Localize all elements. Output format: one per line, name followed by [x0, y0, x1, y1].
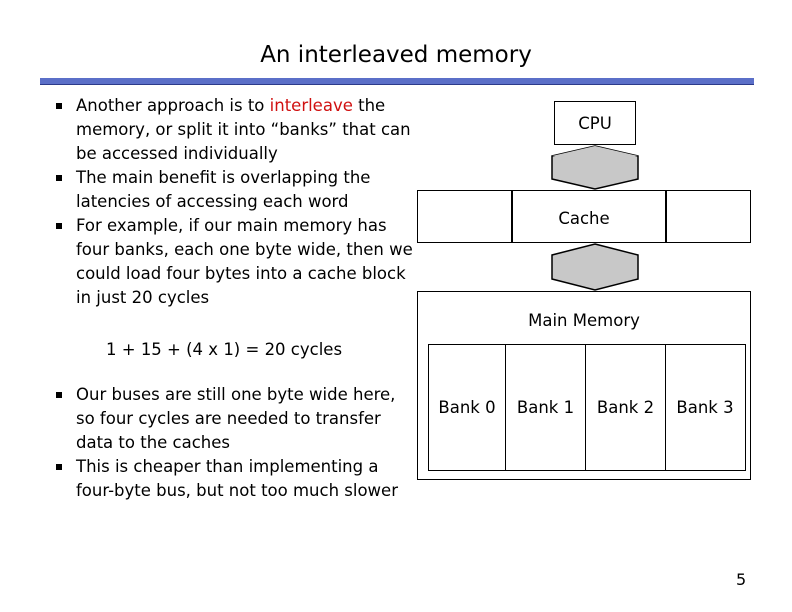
bullet-item: This is cheaper than implementing a four…	[46, 455, 416, 503]
cache-box: Cache	[417, 190, 751, 243]
cpu-cache-bus-arrow	[551, 145, 639, 190]
highlight-word: interleave	[269, 96, 353, 115]
bank-3: Bank 3	[676, 398, 734, 417]
bullet-text: For example, if our main memory has four…	[76, 216, 413, 307]
bullet-text: the memory, or split it into “banks” tha…	[76, 96, 411, 163]
page-number: 5	[736, 570, 747, 589]
cache-memory-bus-arrow	[551, 243, 639, 291]
bullet-text: The main benefit is overlapping the late…	[76, 168, 371, 211]
cpu-label: CPU	[578, 114, 612, 133]
bullet-item: Our buses are still one byte wide here, …	[46, 383, 416, 455]
title-underline	[40, 78, 754, 85]
cache-divider	[665, 191, 667, 242]
cache-divider	[511, 191, 513, 242]
bullet-item: Another approach is to interleave the me…	[46, 94, 416, 166]
cpu-box: CPU	[554, 101, 636, 145]
bullet-item: The main benefit is overlapping the late…	[46, 166, 416, 214]
bullet-item: For example, if our main memory has four…	[46, 214, 416, 310]
memory-banks: Bank 0 Bank 1 Bank 2 Bank 3	[428, 344, 746, 471]
bank-0: Bank 0	[429, 345, 506, 470]
bullet-text: Another approach is to	[76, 96, 270, 115]
bank-1: Bank 1	[506, 345, 586, 470]
bank-2: Bank 2	[586, 345, 666, 470]
bullet-list-bottom: Our buses are still one byte wide here, …	[46, 383, 416, 503]
cycle-formula: 1 + 15 + (4 x 1) = 20 cycles	[106, 340, 343, 359]
bullet-list-top: Another approach is to interleave the me…	[46, 94, 416, 310]
slide-title: An interleaved memory	[260, 42, 532, 68]
main-memory-label: Main Memory	[528, 311, 640, 330]
cache-label: Cache	[558, 209, 610, 228]
